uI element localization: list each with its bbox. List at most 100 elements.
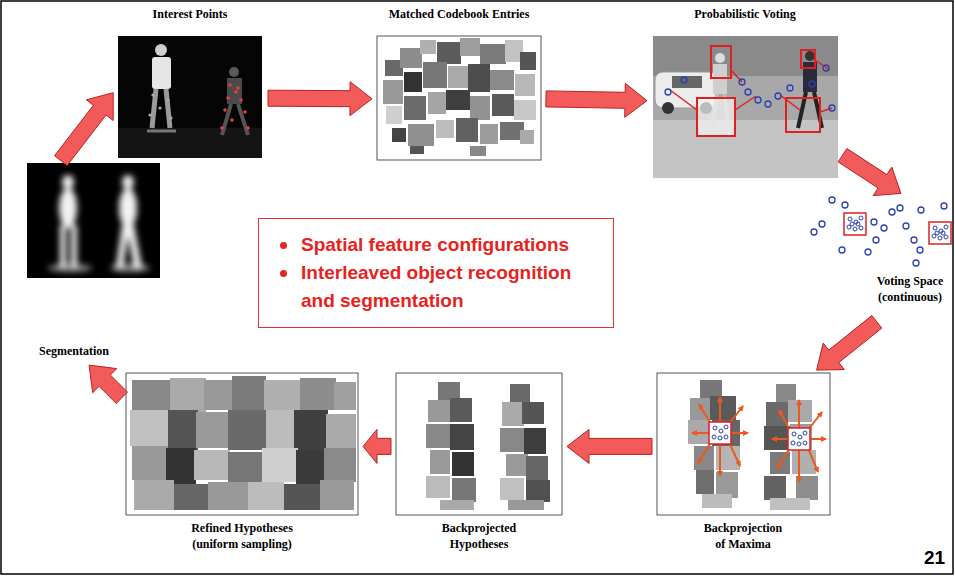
codebook-image — [446, 90, 470, 110]
voting-space-image — [829, 197, 835, 203]
voting-image — [829, 105, 835, 111]
voting-space-image — [847, 216, 948, 240]
voting-image — [805, 51, 815, 61]
voting-image — [697, 46, 820, 136]
codebook-image — [404, 96, 426, 120]
backprojection-maxima-image — [692, 397, 826, 482]
voting-space-image — [865, 249, 871, 255]
voting-image — [681, 77, 687, 83]
refined-hypotheses-image — [132, 380, 172, 410]
backprojection-maxima-image — [719, 444, 721, 476]
codebook-image — [377, 36, 541, 160]
voting-image — [755, 97, 761, 103]
voting-image — [665, 65, 835, 111]
voting-space-image — [811, 229, 817, 235]
refined-hypotheses-image — [130, 410, 168, 446]
codebook-image — [404, 72, 422, 92]
backprojected-hypotheses-image — [396, 373, 562, 515]
backprojection-maxima-image — [777, 448, 790, 468]
panel-caption: Interest Points — [115, 6, 265, 22]
bullet-text: Spatial feature configurations — [301, 234, 569, 255]
backprojection-maxima-image — [788, 428, 810, 450]
voting-image — [653, 120, 838, 178]
refined-hypotheses-image — [132, 446, 168, 480]
refined-hypotheses-image — [300, 378, 336, 410]
voting-image — [823, 65, 829, 71]
voting-image — [715, 53, 725, 63]
backprojected-hypotheses-image — [450, 398, 472, 422]
bullet-dot — [280, 270, 287, 277]
voting-image — [711, 46, 731, 78]
refined-hypotheses-image — [194, 450, 230, 480]
flow-arrow — [817, 316, 882, 371]
segmentation-image — [71, 225, 77, 267]
segmentation-image — [119, 188, 137, 228]
refined-hypotheses-image — [320, 480, 354, 510]
backprojection-maxima-image — [724, 435, 728, 439]
backprojected-hypotheses-image — [440, 500, 474, 510]
voting-space-image — [881, 225, 887, 231]
backprojected-hypotheses-image — [500, 428, 524, 452]
flow-arrow — [838, 149, 901, 196]
backprojection-maxima-image — [719, 429, 723, 433]
codebook-image — [460, 38, 480, 56]
backprojection-maxima-image — [710, 396, 736, 420]
segmentation-image — [27, 163, 160, 278]
panel-caption: Segmentation — [24, 343, 124, 359]
refined-hypotheses-image — [294, 410, 328, 450]
backprojection-maxima-image — [719, 397, 721, 422]
voting-image — [787, 85, 793, 91]
backprojection-maxima-image — [772, 438, 788, 440]
voting-space-image — [856, 222, 860, 226]
voting-space-image — [918, 207, 924, 213]
voting-space-image — [933, 226, 937, 230]
voting-space-image — [871, 219, 877, 225]
codebook-image — [420, 40, 436, 54]
backprojected-hypotheses-image — [526, 456, 548, 480]
interest-points-image — [158, 106, 161, 109]
interest-points-image — [223, 108, 227, 112]
backprojection-maxima-image — [798, 400, 800, 428]
codebook-image — [490, 70, 514, 90]
flow-arrow — [55, 93, 114, 166]
interest-points-image — [118, 36, 262, 158]
backprojection-maxima-image — [803, 431, 807, 435]
voting-space-image — [911, 237, 917, 243]
interest-points-image — [152, 57, 171, 89]
interest-points-image — [147, 130, 176, 133]
voting-space-image — [935, 231, 939, 235]
backprojected-hypotheses-image — [526, 480, 550, 502]
refined-hypotheses-image — [326, 414, 356, 448]
refined-hypotheses-image — [196, 412, 230, 448]
backprojection-maxima-image — [791, 441, 795, 445]
backprojected-hypotheses-image — [500, 478, 524, 500]
backprojected-hypotheses-image — [430, 450, 450, 474]
image-panel: Interest Points — [115, 4, 265, 161]
voting-space-image — [941, 231, 945, 235]
backprojection-maxima-image — [803, 441, 807, 445]
voting-image — [697, 98, 735, 136]
voting-space-image — [873, 237, 879, 243]
interest-points-image — [228, 83, 232, 87]
backprojection-maxima-image — [657, 373, 830, 515]
interest-points-image — [148, 93, 172, 119]
backprojection-maxima-image — [657, 373, 830, 515]
codebook-image — [383, 80, 403, 104]
voting-image — [662, 102, 674, 114]
codebook-image — [520, 130, 534, 144]
segmentation-image — [122, 175, 134, 189]
backprojection-maxima-image — [792, 432, 796, 436]
interest-points-image — [234, 90, 238, 94]
voting-space-image — [944, 235, 948, 239]
backprojection-maxima-image — [724, 425, 728, 429]
interest-points-image — [152, 89, 170, 128]
segmentation-image — [48, 264, 92, 272]
backprojected-hypotheses-image — [502, 402, 524, 426]
voting-space-image — [941, 203, 947, 209]
codebook-image — [468, 64, 490, 92]
voting-space-image — [889, 209, 895, 215]
interest-points-image — [222, 104, 248, 135]
interest-points-image — [166, 98, 169, 101]
backprojection-maxima-image — [696, 470, 714, 494]
flow-arrow — [546, 83, 647, 117]
